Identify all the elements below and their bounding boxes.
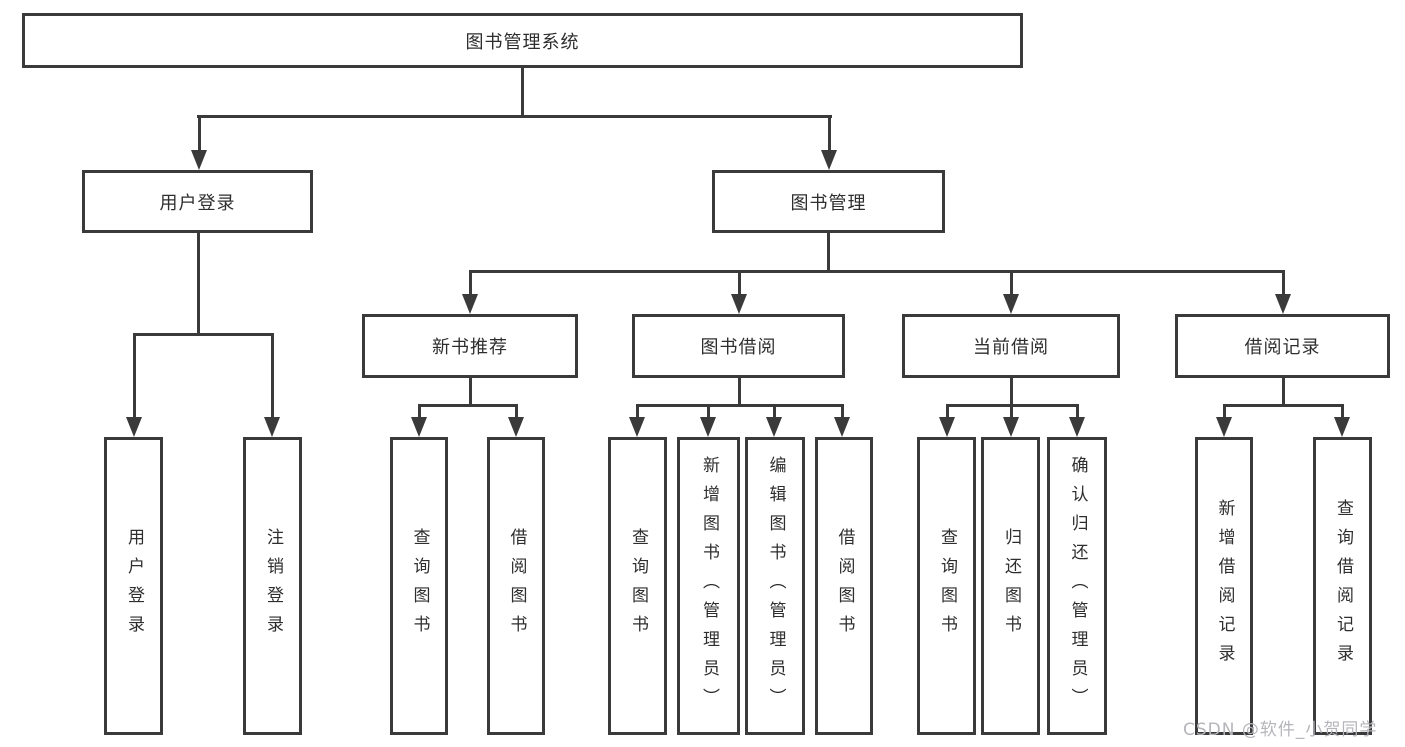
node-add-books-admin: 新增图书（管理员） [677,437,740,735]
node-label: 注销登录 [263,528,283,644]
node-current-borrowing: 当前借阅 [902,314,1120,378]
connector-line [197,115,832,118]
arrow-down-icon [766,417,782,437]
connector-line [417,404,518,407]
node-label: 借阅图书 [506,528,527,644]
connector-line [132,333,136,417]
arrow-down-icon [1275,294,1291,314]
connector-line [1075,404,1079,417]
node-label: 借阅记录 [1244,337,1321,358]
connector-line [1222,404,1343,407]
node-label: 归还图书 [1001,528,1021,644]
connector-line [737,378,741,404]
arrow-down-icon [508,417,524,437]
node-book-borrowing: 图书借阅 [632,314,845,378]
node-user-login-leaf: 用户登录 [104,437,163,735]
connector-line [197,115,201,150]
connector-line [737,270,741,294]
node-label: 用户登录 [124,528,144,644]
node-label: 当前借阅 [973,337,1049,358]
arrow-down-icon [834,417,850,437]
arrow-down-icon [462,294,478,314]
arrow-down-icon [1003,294,1019,314]
arrow-down-icon [411,417,427,437]
node-label: 查询借阅记录 [1333,499,1353,673]
connector-line [514,404,518,417]
connector-line [827,115,831,150]
arrow-down-icon [1334,417,1350,437]
node-query-books-1: 查询图书 [390,437,448,735]
connector-line [635,404,639,417]
csdn-watermark: CSDN @软件_小贺同学 [1183,720,1378,740]
connector-line [468,270,472,294]
arrow-down-icon [191,150,207,170]
node-borrow-books-1: 借阅图书 [487,437,545,735]
node-query-borrow-record: 查询借阅记录 [1313,437,1372,735]
connector-line [1009,378,1013,404]
node-label: 查询图书 [409,528,430,644]
connector-line [1222,404,1226,417]
connector-line [521,68,524,115]
node-label: 新书推荐 [432,337,508,358]
node-label: 新增图书（管理员） [699,455,719,717]
arrow-down-icon [731,294,747,314]
node-label: 确认归还（管理员） [1067,455,1088,717]
connector-line [196,233,200,333]
node-library-management-system: 图书管理系统 [22,13,1023,68]
node-label: 借阅图书 [834,528,855,644]
node-borrowing-records: 借阅记录 [1175,314,1390,378]
arrow-down-icon [264,417,280,437]
connector-line [1009,270,1013,294]
arrow-down-icon [700,417,716,437]
connector-line [840,404,844,417]
connector-line [417,404,421,417]
arrow-down-icon [629,417,645,437]
node-logout: 注销登录 [243,437,302,735]
node-label: 图书管理系统 [465,31,580,53]
connector-line [772,404,776,417]
node-query-books-2: 查询图书 [608,437,667,735]
node-query-books-3: 查询图书 [917,437,976,735]
node-book-management: 图书管理 [712,170,945,233]
node-confirm-return-admin: 确认归还（管理员） [1047,437,1107,735]
node-return-books: 归还图书 [981,437,1040,735]
arrow-down-icon [821,150,837,170]
node-label: 新增借阅记录 [1214,499,1235,673]
node-label: 编辑图书（管理员） [765,455,786,717]
connector-line [270,333,274,417]
connector-line [1281,270,1285,294]
node-new-book-recommendation: 新书推荐 [362,314,578,378]
arrow-down-icon [1069,417,1085,437]
node-label: 查询图书 [628,528,648,644]
connector-line [468,378,472,404]
arrow-down-icon [1216,417,1232,437]
arrow-down-icon [939,417,955,437]
node-add-borrow-record: 新增借阅记录 [1195,437,1253,735]
arrow-down-icon [126,417,142,437]
connector-line [635,404,843,407]
connector-line [945,404,949,417]
connector-line [132,333,274,336]
node-borrow-books-2: 借阅图书 [815,437,873,735]
node-edit-books-admin: 编辑图书（管理员） [745,437,805,735]
node-label: 图书借阅 [700,337,777,358]
connector-line [827,233,830,270]
arrow-down-icon [1003,417,1019,437]
connector-line [1340,404,1344,417]
connector-line [468,270,1283,273]
connector-line [1281,378,1285,404]
node-label: 图书管理 [790,192,867,214]
node-label: 查询图书 [937,528,957,644]
node-user-login: 用户登录 [82,170,313,233]
connector-line [706,404,710,417]
node-label: 用户登录 [159,192,236,214]
connector-line [1009,404,1013,417]
